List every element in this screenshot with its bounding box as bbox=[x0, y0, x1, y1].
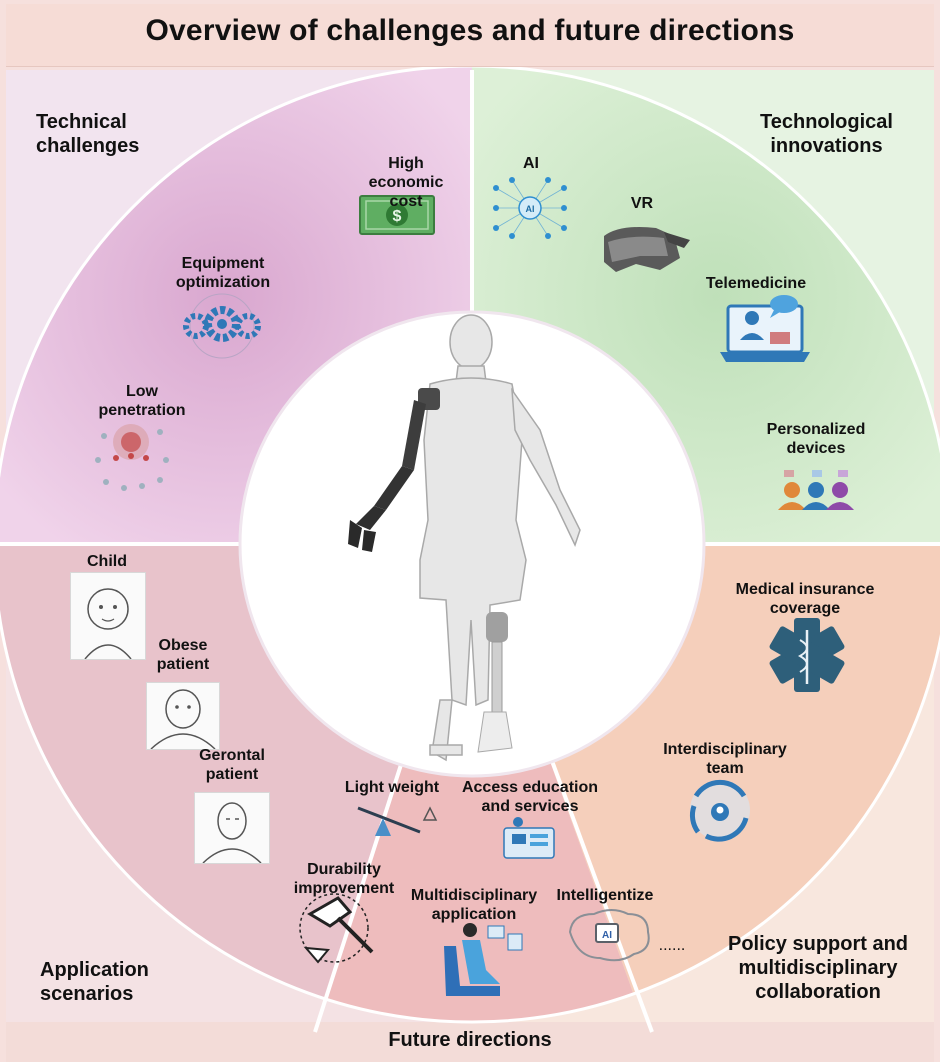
interdisciplinary-team-icon bbox=[689, 779, 750, 842]
bottom-band bbox=[6, 1022, 934, 1062]
label-personalized-devices: Personalized devices bbox=[766, 421, 866, 458]
telemedicine-laptop-icon bbox=[720, 295, 810, 362]
technological-innovations-title-text: Technological innovations bbox=[760, 111, 893, 157]
personalized-people-icon bbox=[778, 470, 854, 510]
vr-headset-icon bbox=[604, 227, 690, 272]
technical-challenges-title-text: Technical challenges bbox=[36, 111, 140, 157]
prosthetic-arm-icon bbox=[348, 388, 440, 552]
intelligentize-ai-brain-icon: AI bbox=[568, 909, 650, 962]
medical-star-of-life-icon bbox=[769, 618, 845, 692]
label-access-education-services: Access education and services bbox=[461, 779, 599, 816]
label-child: Child bbox=[87, 553, 127, 570]
people-network-icon bbox=[95, 424, 169, 491]
section-title-technical-challenges: Technical challenges bbox=[36, 110, 139, 158]
ai-brain-label: AI bbox=[602, 930, 612, 941]
title-bar bbox=[6, 4, 934, 67]
money-bill-icon: $ bbox=[359, 195, 435, 235]
education-services-icon bbox=[503, 817, 555, 859]
label-equipment-optimization: Equipment optimization bbox=[175, 255, 271, 292]
prosthetic-leg-icon bbox=[477, 612, 513, 753]
gerontal-patient-face-icon bbox=[202, 802, 262, 864]
money-symbol: $ bbox=[393, 208, 402, 225]
gears-icon bbox=[183, 293, 261, 359]
obese-patient-portrait-image bbox=[146, 682, 220, 750]
durability-hammer-icon bbox=[299, 893, 374, 964]
obese-patient-face-icon bbox=[150, 689, 216, 750]
label-more-ellipsis: ...... bbox=[658, 937, 686, 954]
label-low-penetration: Low penetration bbox=[98, 383, 186, 420]
human-figure-icon bbox=[419, 314, 581, 762]
label-intelligentize: Intelligentize bbox=[556, 887, 654, 904]
ai-network-icon: AI bbox=[493, 177, 567, 239]
section-title-future-directions: Future directions bbox=[388, 1029, 552, 1051]
section-title-policy-support: Policy support and multidisciplinary col… bbox=[728, 932, 908, 1004]
sector-future-directions bbox=[310, 544, 650, 1022]
label-interdisciplinary-team: Interdisciplinary team bbox=[663, 741, 787, 778]
policy-support-title-text: Policy support and multidisciplinary col… bbox=[728, 933, 909, 1003]
label-durability-improvement: Durability improvement bbox=[293, 861, 395, 898]
page-title: Overview of challenges and future direct… bbox=[145, 14, 795, 47]
label-light-weight: Light weight bbox=[344, 779, 440, 796]
label-ai: AI bbox=[523, 155, 539, 172]
light-weight-seesaw-icon bbox=[357, 806, 438, 836]
label-vr: VR bbox=[630, 195, 654, 212]
section-title-application-scenarios: Application scenarios bbox=[40, 958, 149, 1006]
label-telemedicine: Telemedicine bbox=[705, 275, 807, 292]
section-title-technological-innovations: Technological innovations bbox=[760, 110, 893, 158]
label-multidisciplinary-application: Multidisciplinary application bbox=[410, 887, 538, 924]
multidisciplinary-patient-chair-icon bbox=[444, 923, 523, 996]
label-obese-patient: Obese patient bbox=[156, 637, 210, 674]
ai-chip-label: AI bbox=[526, 204, 535, 214]
label-medical-insurance-coverage: Medical insurance coverage bbox=[735, 581, 875, 618]
label-gerontal-patient: Gerontal patient bbox=[199, 747, 265, 784]
child-face-icon bbox=[84, 588, 132, 660]
gerontal-patient-portrait-image bbox=[194, 792, 270, 864]
label-high-economic-cost: High economic cost bbox=[368, 155, 444, 211]
child-portrait-image bbox=[70, 572, 146, 660]
application-scenarios-title-text: Application scenarios bbox=[40, 959, 149, 1005]
